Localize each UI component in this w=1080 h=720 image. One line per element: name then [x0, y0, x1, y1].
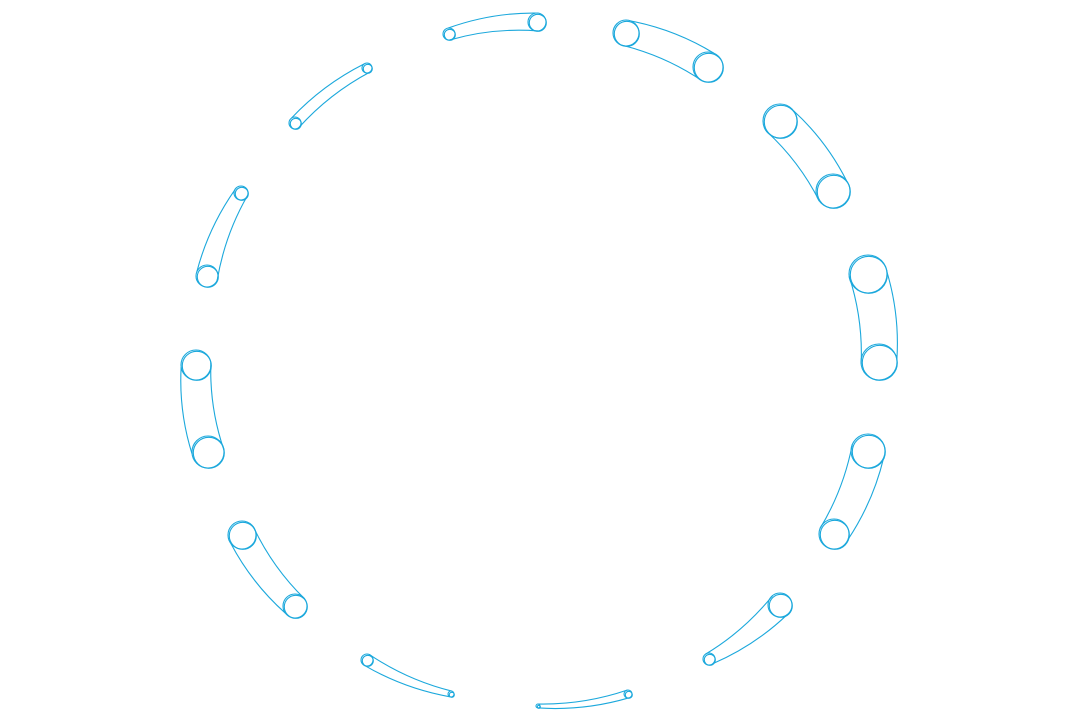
ring-segment	[848, 254, 898, 381]
ring-segment	[535, 689, 633, 710]
segment-tail-circle	[448, 691, 455, 698]
segment-body	[705, 595, 788, 665]
segment-tail-circle	[283, 594, 308, 619]
segment-tail-circle	[849, 255, 888, 294]
ring-segment	[442, 12, 547, 41]
segment-tail-circle	[768, 593, 793, 618]
segment-head-circle	[234, 186, 249, 201]
ring-segment	[612, 19, 724, 83]
segment-body	[848, 271, 898, 365]
segment-body	[766, 110, 848, 202]
segment-head-circle	[693, 52, 724, 83]
segment-tail-circle	[289, 117, 302, 130]
ring-segment	[288, 62, 373, 130]
ring-segment	[227, 520, 308, 619]
segment-body	[448, 12, 539, 41]
segment-head-circle	[703, 653, 716, 666]
ring-segment	[702, 592, 793, 666]
segment-head-circle	[819, 519, 850, 550]
ring-segment	[195, 185, 249, 288]
segment-head-circle	[528, 13, 547, 32]
segment-head-circle	[228, 521, 257, 550]
segment-body	[196, 190, 248, 281]
ring-segment	[818, 433, 886, 550]
segment-body	[290, 63, 371, 129]
segment-body	[180, 362, 225, 455]
segment-body	[364, 653, 453, 698]
segment-head-circle	[181, 350, 212, 381]
segment-head-circle	[816, 174, 851, 209]
segment-tail-circle	[613, 20, 640, 47]
segment-tail-circle	[624, 690, 633, 699]
ring-segment	[360, 653, 455, 698]
segment-tail-circle	[192, 436, 225, 469]
ring-segment	[762, 103, 851, 209]
segment-head-circle	[361, 654, 374, 667]
segment-head-circle	[536, 704, 541, 709]
segment-body	[819, 444, 885, 540]
segment-tail-circle	[443, 28, 456, 41]
ring-segment	[180, 349, 225, 469]
segment-body	[537, 689, 629, 710]
segment-tail-circle	[196, 265, 219, 288]
segment-body	[230, 526, 305, 614]
segment-tail-circle	[763, 104, 798, 139]
segment-tail-circle	[851, 434, 886, 469]
segment-head-circle	[362, 63, 373, 74]
segment-body	[620, 20, 715, 82]
segment-head-circle	[861, 344, 898, 381]
